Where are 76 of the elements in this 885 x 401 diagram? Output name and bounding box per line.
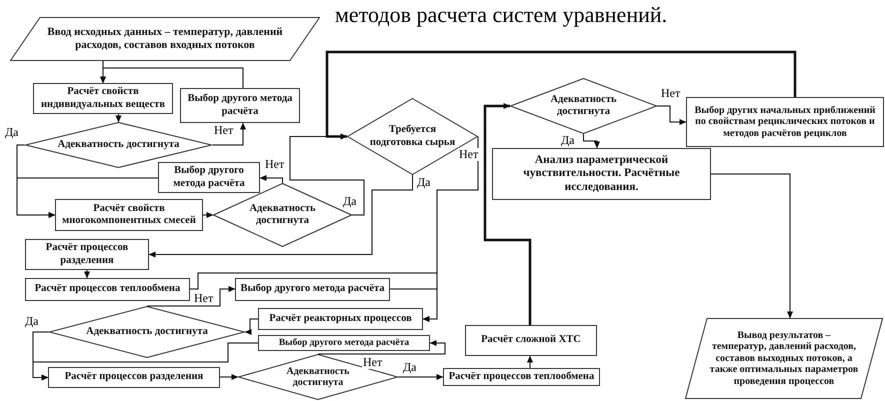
arrow: [398, 374, 444, 380]
node-text: Адекватность достигнута: [549, 94, 618, 118]
process-box: [158, 162, 260, 193]
edge-label: Нет: [264, 158, 286, 171]
arrow: [244, 318, 258, 336]
edge-label: Нет: [458, 148, 480, 161]
process-box: [258, 308, 423, 330]
arrow: [526, 356, 534, 368]
node-text: Вывод результатов – температур, давлений расходов, составов выходных потоков, а также оптимальных параметров проведения процессов: [708, 330, 860, 388]
process-box: [180, 88, 300, 123]
arrow: [390, 288, 438, 322]
arrow: [326, 50, 796, 140]
data-parallelogram: [10, 17, 320, 61]
node-text: Расчёт свойств многокомпонентных смесей: [61, 202, 197, 228]
data-parallelogram: [685, 318, 883, 399]
node-text: Выбор другого метода расчёта: [172, 165, 246, 190]
node-text: Адекватность достигнута: [248, 202, 317, 228]
node-text: Требуется подготовка сырья: [368, 124, 456, 149]
arrow: [260, 174, 283, 184]
node-text: Расчёт сложной ХТС: [480, 334, 582, 347]
node-text: Расчёт процессов разделения: [64, 371, 204, 384]
node-text: Адекватность достигнута: [286, 366, 350, 388]
process-box: [258, 335, 430, 351]
node-text: Расчёт свойств индивидуальных веществ: [40, 86, 166, 111]
process-box: [686, 97, 884, 147]
arrow: [84, 270, 90, 278]
heading-text: методов расчета систем уравнений.: [335, 2, 668, 28]
edge-label: Да: [24, 315, 40, 328]
process-box: [55, 199, 203, 231]
edge-label: Да: [342, 195, 358, 208]
process-box: [465, 325, 597, 356]
arrow: [202, 212, 214, 218]
process-box: [25, 278, 190, 301]
process-box: [25, 239, 149, 270]
node-text: Адекватность достигнута: [85, 326, 209, 338]
arrow: [656, 106, 686, 126]
node-text: Адекватность достигнута: [56, 138, 180, 152]
node-text: Выбор других начальных приближений по свойствам рециклических потоков и методов расчётов рециклов: [694, 104, 876, 140]
arrow: [16, 178, 158, 218]
node-text: Расчёт процессов теплообмена: [34, 283, 182, 296]
arrow: [583, 134, 600, 148]
decision-diamond: [49, 306, 245, 358]
arrow: [148, 174, 413, 258]
arrow: [710, 174, 794, 318]
arrow: [220, 374, 238, 380]
decision-diamond: [238, 354, 398, 400]
arrow: [146, 286, 236, 306]
process-box: [33, 83, 173, 114]
arrow: [100, 68, 244, 88]
edge-label: Да: [416, 176, 432, 189]
arrow: [32, 342, 258, 381]
decision-diamond: [510, 78, 657, 134]
node-text: Расчёт процессов разделения: [44, 242, 130, 267]
edge-label: Нет: [362, 356, 384, 369]
node-text: Выбор другого метода расчёта: [278, 338, 410, 348]
arrow: [115, 114, 122, 122]
process-box: [48, 367, 220, 388]
decision-diamond: [347, 98, 478, 175]
arrow: [290, 133, 364, 216]
node-text: Выбор другого метода расчёта: [239, 283, 386, 296]
edge-label: Нет: [193, 292, 214, 305]
process-box: [235, 278, 390, 301]
node-text: Расчёт процессов теплообмена: [448, 370, 596, 384]
edge-label: Нет: [660, 87, 682, 100]
node-text: Анализ параметрической чувствительности. Расчётные исследования.: [522, 154, 681, 194]
edge-label: Да: [560, 134, 576, 147]
arrow: [212, 122, 246, 146]
process-box: [443, 368, 600, 386]
node-text: Выбор другого метода расчёта: [186, 93, 294, 118]
arrow: [484, 102, 532, 325]
edge-label: Нет: [213, 124, 234, 137]
edge-label: Да: [4, 126, 20, 139]
process-box: [492, 148, 711, 200]
edge-label: Да: [402, 361, 418, 374]
node-text: Расчёт реакторных процессов: [268, 312, 413, 326]
node-text: Ввод исходных данных – температур, давлений расходов, составов входных потоков: [46, 26, 284, 52]
